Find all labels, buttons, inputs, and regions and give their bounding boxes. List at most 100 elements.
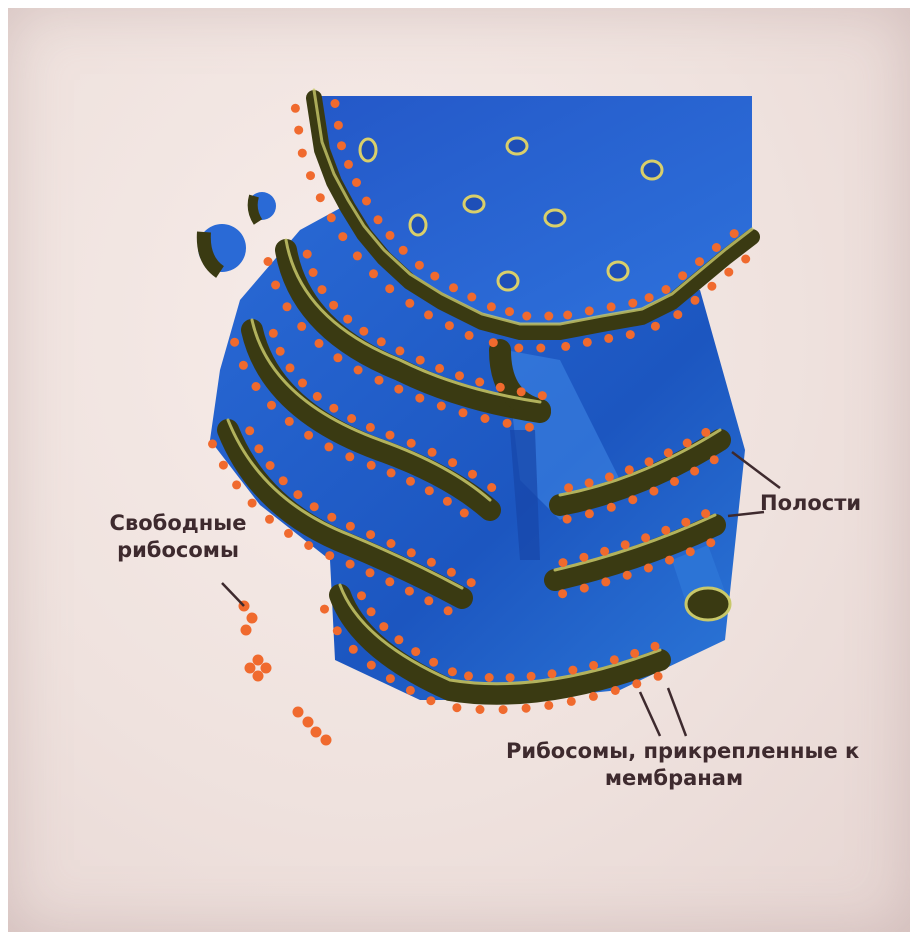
ribosome-dot-icon: [585, 306, 594, 315]
ribosome-dot-icon: [741, 255, 750, 264]
label-free-ribosomes: Свободные рибосомы: [108, 510, 248, 564]
ribosome-dot-icon: [664, 448, 673, 457]
ribosome-dot-icon: [313, 392, 322, 401]
ribosome-dot-icon: [304, 431, 313, 440]
ribosome-dot-icon: [333, 626, 342, 635]
leader-attached-1: [640, 692, 660, 736]
ribosome-dot-icon: [452, 703, 461, 712]
ribosome-dot-icon: [661, 526, 670, 535]
ribosome-dot-icon: [252, 382, 261, 391]
ribosome-dot-icon: [544, 701, 553, 710]
ribosome-dot-icon: [686, 547, 695, 556]
ribosome-dot-icon: [448, 667, 457, 676]
ribosome-dot-icon: [467, 293, 476, 302]
ribosome-dot-icon: [544, 312, 553, 321]
ribosome-dot-icon: [712, 243, 721, 252]
label-cavities: Полости: [760, 490, 861, 517]
ribosome-dot-icon: [266, 461, 275, 470]
ribosome-dot-icon: [691, 296, 700, 305]
ribosome-dot-icon: [345, 452, 354, 461]
ribosome-dot-icon: [407, 439, 416, 448]
ribosome-dot-icon: [649, 487, 658, 496]
ribosome-dot-icon: [605, 472, 614, 481]
ribosome-dot-icon: [310, 502, 319, 511]
ribosome-dot-icon: [536, 344, 545, 353]
ribosome-dot-icon: [297, 322, 306, 331]
ribosome-dot-icon: [641, 533, 650, 542]
ribosome-dot-icon: [406, 686, 415, 695]
ribosome-dot-icon: [651, 322, 660, 331]
ribosome-dot-icon: [690, 467, 699, 476]
ribosome-dot-icon: [706, 538, 715, 547]
ribosome-dot-icon: [514, 344, 523, 353]
ribosome-dot-icon: [678, 271, 687, 280]
ribosome-dot-icon: [585, 478, 594, 487]
free-ribosome-icon: [253, 655, 264, 666]
ribosome-dot-icon: [374, 215, 383, 224]
ribosome-dot-icon: [607, 302, 616, 311]
label-attached-ribosomes: Рибосомы, прикрепленные к мембранам: [506, 738, 842, 792]
ribosome-dot-icon: [353, 251, 362, 260]
ribosome-dot-icon: [334, 121, 343, 130]
ribosome-dot-icon: [338, 232, 347, 241]
label-free-line2: рибосомы: [108, 537, 248, 564]
ribosome-dot-icon: [567, 697, 576, 706]
ribosome-dot-icon: [681, 518, 690, 527]
ribosome-dot-icon: [344, 160, 353, 169]
free-ribosome-icon: [261, 663, 272, 674]
ribosome-dot-icon: [284, 529, 293, 538]
ribosome-dot-icon: [589, 692, 598, 701]
ribosome-dot-icon: [601, 577, 610, 586]
ribosome-dot-icon: [366, 423, 375, 432]
ribosome-dot-icon: [329, 301, 338, 310]
ribosome-dot-icon: [346, 560, 355, 569]
ribosome-dot-icon: [563, 311, 572, 320]
ribosome-dot-icon: [315, 339, 324, 348]
ribosome-dot-icon: [346, 522, 355, 531]
ribosome-dot-icon: [254, 444, 263, 453]
leader-free: [222, 583, 244, 606]
ribosome-dot-icon: [579, 553, 588, 562]
ribosome-dot-icon: [415, 261, 424, 270]
ribosome-dot-icon: [710, 455, 719, 464]
ribosome-dot-icon: [264, 257, 273, 266]
ribosome-dot-icon: [387, 468, 396, 477]
ribosome-dot-icon: [632, 679, 641, 688]
ribosome-dot-icon: [386, 231, 395, 240]
ribosome-dot-icon: [386, 431, 395, 440]
ribosome-dot-icon: [248, 499, 257, 508]
ribosome-dot-icon: [367, 607, 376, 616]
ribosome-dot-icon: [377, 337, 386, 346]
ribosome-dot-icon: [306, 171, 315, 180]
ribosome-dot-icon: [561, 342, 570, 351]
ribosome-dot-icon: [626, 330, 635, 339]
ribosome-dot-icon: [548, 669, 557, 678]
ribosome-dot-icon: [525, 423, 534, 432]
free-ribosome-icon: [245, 663, 256, 674]
ribosome-dot-icon: [291, 104, 300, 113]
ribosome-dot-icon: [468, 470, 477, 479]
ribosome-dot-icon: [298, 149, 307, 158]
ribosome-dot-icon: [724, 268, 733, 277]
ribosome-dot-icon: [286, 363, 295, 372]
ribosome-dot-icon: [411, 647, 420, 656]
leader-attached-2: [668, 688, 686, 736]
ribosome-dot-icon: [517, 387, 526, 396]
ribosome-dot-icon: [385, 577, 394, 586]
ribosome-dot-icon: [670, 477, 679, 486]
ribosome-dot-icon: [455, 371, 464, 380]
ribosome-dot-icon: [318, 285, 327, 294]
ribosome-dot-icon: [683, 439, 692, 448]
ribosome-dot-icon: [485, 673, 494, 682]
ribosome-dot-icon: [487, 483, 496, 492]
ribosome-dot-icon: [276, 347, 285, 356]
ribosome-dot-icon: [662, 285, 671, 294]
ribosome-dot-icon: [387, 539, 396, 548]
ribosome-dot-icon: [331, 99, 340, 108]
ribosome-dot-icon: [522, 704, 531, 713]
ribosome-dot-icon: [464, 671, 473, 680]
ribosome-dot-icon: [352, 178, 361, 187]
ribosome-dot-icon: [448, 458, 457, 467]
ribosome-dot-icon: [269, 329, 278, 338]
free-ribosome-icon: [303, 717, 314, 728]
